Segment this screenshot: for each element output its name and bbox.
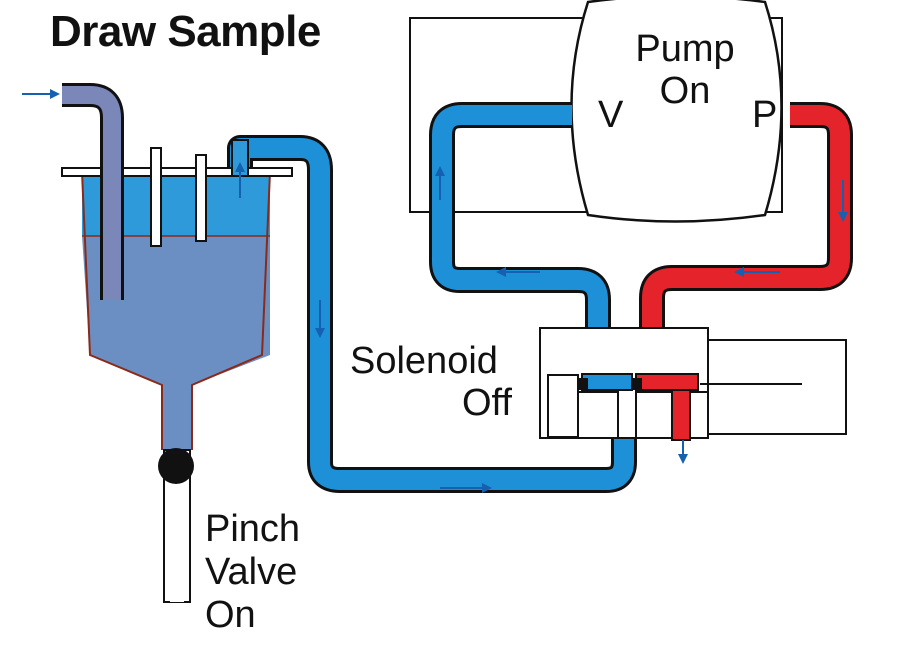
pressure-tubing	[639, 102, 853, 382]
pump-label-line2: On	[659, 70, 711, 112]
pump-body	[570, 0, 783, 223]
pump-pressure-port-label: P	[752, 94, 778, 136]
pinch-valve	[158, 448, 194, 603]
pump-vacuum-port-label: V	[598, 94, 624, 136]
pinch-valve-label-line1: Pinch	[205, 508, 301, 550]
solenoid-label-line1: Solenoid	[350, 340, 498, 382]
flow-arrows	[22, 89, 848, 493]
diagram-title: Draw Sample	[50, 7, 321, 56]
pinch-valve-label-line2: Valve	[205, 551, 298, 593]
pump-label-line1: Pump	[635, 28, 735, 70]
solenoid-label-line2: Off	[462, 382, 512, 424]
vacuum-tubing	[227, 102, 637, 493]
sample-reservoir	[61, 83, 293, 450]
pinch-valve-label-line3: On	[205, 594, 256, 636]
solenoid-valve	[539, 327, 847, 441]
